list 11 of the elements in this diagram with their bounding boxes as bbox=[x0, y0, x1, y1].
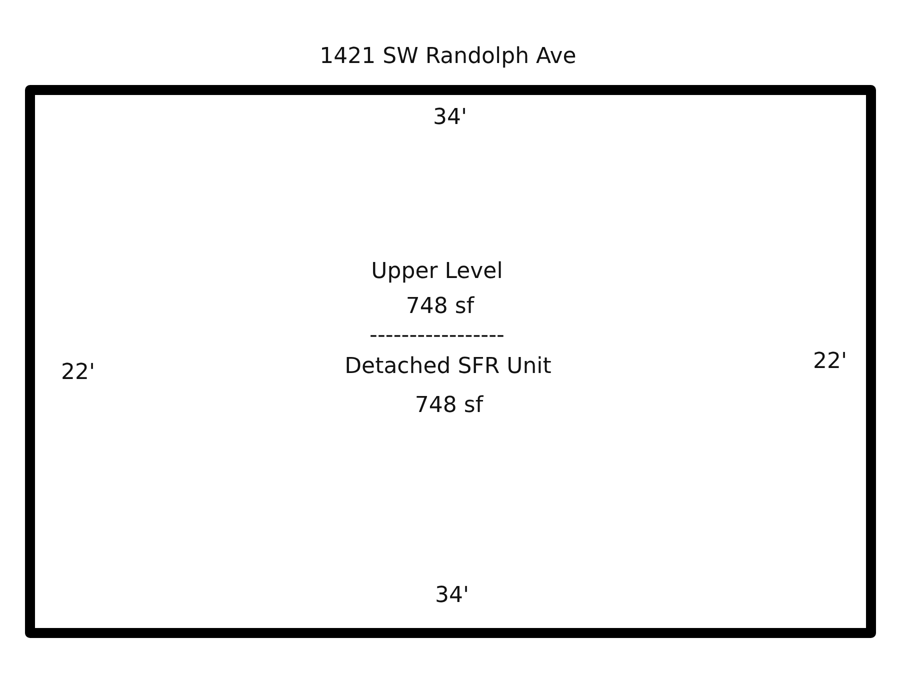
dimension-label: 34' bbox=[434, 582, 470, 610]
dimension-label: 22' bbox=[812, 348, 848, 376]
area-label: 748 sf bbox=[406, 294, 474, 320]
dimension-label: 34' bbox=[432, 104, 468, 132]
address-title: 1421 SW Randolph Ave bbox=[320, 44, 576, 70]
room-label: Detached SFR Unit bbox=[344, 354, 552, 380]
divider-text: ----------------- bbox=[370, 322, 504, 350]
floor-plan-outline bbox=[25, 85, 876, 638]
room-label: Upper Level bbox=[371, 258, 503, 286]
dimension-label: 22' bbox=[60, 360, 96, 386]
area-label: 748 sf bbox=[414, 392, 484, 420]
